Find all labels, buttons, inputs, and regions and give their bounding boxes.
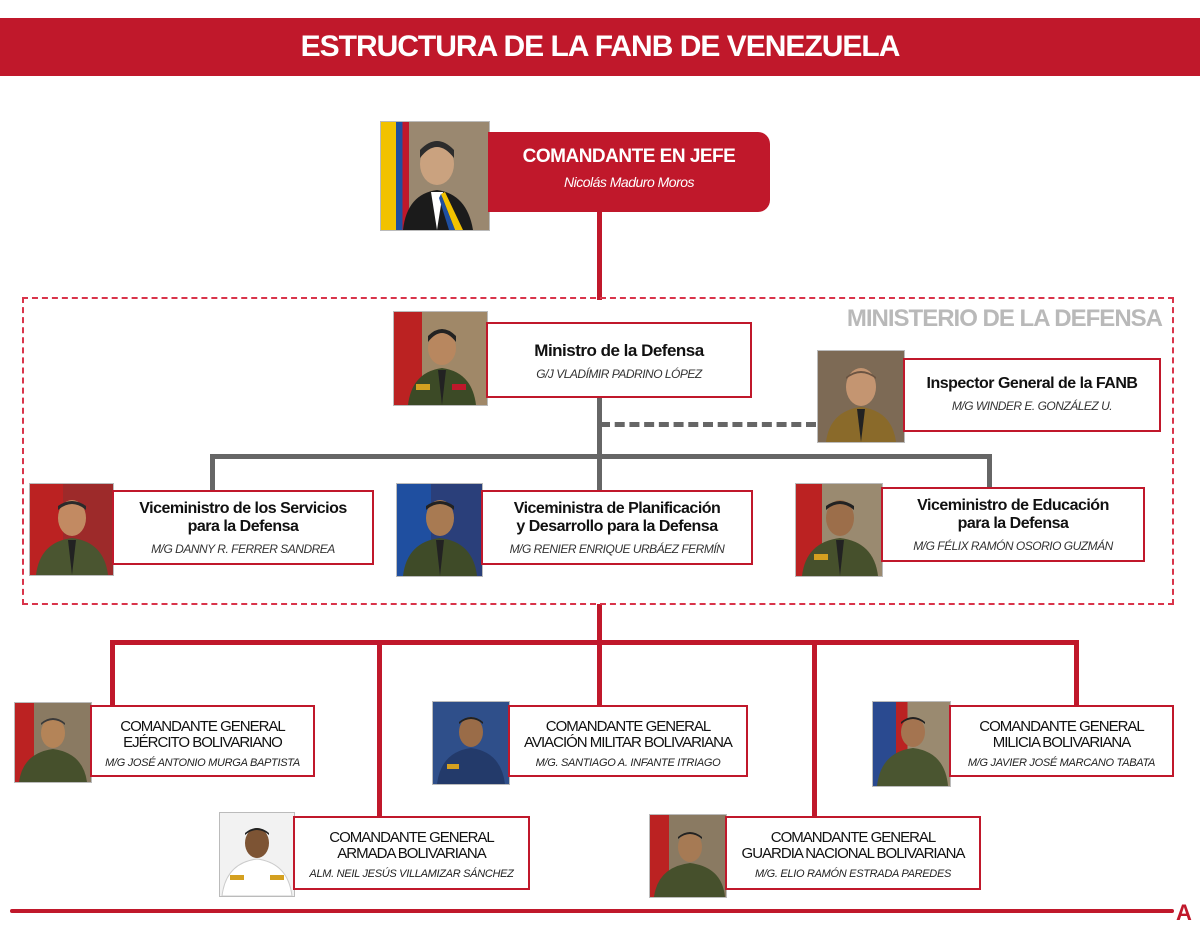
cmd-aviacion-name: M/G. SANTIAGO A. INFANTE ITRIAGO (535, 757, 721, 769)
connector-cmd-guardia (812, 640, 817, 818)
connector-vice-1 (210, 454, 215, 490)
cmd-guardia-title-l1: COMANDANTE GENERAL (770, 829, 937, 846)
cmd-guardia-name: M/G. ELIO RAMÓN ESTRADA PAREDES (754, 868, 952, 880)
cmd-armada-title-l1: COMANDANTE GENERAL (329, 829, 495, 846)
connector-vice-2 (597, 454, 602, 490)
vice-2-box: Viceministra de Planificación y Desarrol… (481, 490, 753, 565)
vice-3-title-l2: para la Defensa (957, 515, 1069, 532)
vice-2-title-l1: Viceministra de Planificación (513, 500, 721, 517)
connector-cmd-ejercito (110, 640, 115, 706)
cmd-ejercito-box: COMANDANTE GENERAL EJÉRCITO BOLIVARIANO … (90, 705, 315, 777)
minister-photo (393, 311, 488, 406)
cmd-ejercito-name: M/G JOSÉ ANTONIO MURGA BAPTISTA (105, 757, 300, 769)
commander-name: Nicolás Maduro Moros (563, 174, 695, 190)
cmd-ejercito-photo (14, 702, 92, 783)
minister-name: G/J VLADÍMIR PADRINO LÓPEZ (536, 367, 702, 381)
minister-title: Ministro de la Defensa (534, 341, 704, 360)
cmd-guardia-box: COMANDANTE GENERAL GUARDIA NACIONAL BOLI… (725, 816, 981, 890)
cmd-aviacion-title-l2: AVIACIÓN MILITAR BOLIVARIANA (524, 734, 733, 751)
footer-rule (10, 909, 1174, 913)
inspector-photo (817, 350, 905, 443)
vice-2-title-l2: y Desarrollo para la Defensa (516, 518, 718, 535)
cmd-armada-name: ALM. NEIL JESÚS VILLAMIZAR SÁNCHEZ (309, 868, 514, 880)
connector-commander-ministry (597, 210, 602, 300)
vice-1-name: M/G DANNY R. FERRER SANDREA (151, 542, 335, 556)
vice-3-name: M/G FÉLIX RAMÓN OSORIO GUZMÁN (913, 539, 1113, 553)
ministry-frame (22, 297, 1174, 605)
inspector-box: Inspector General de la FANB M/G WINDER … (903, 358, 1161, 432)
cmd-milicia-photo (872, 701, 951, 787)
commander-photo (380, 121, 490, 231)
connector-vice-3 (987, 454, 992, 490)
cmd-ejercito-title-l2: EJÉRCITO BOLIVARIANO (123, 734, 283, 751)
cmd-milicia-box: COMANDANTE GENERAL MILICIA BOLIVARIANA M… (949, 705, 1174, 777)
vice-3-title-l1: Viceministro de Educación (917, 497, 1109, 514)
cmd-aviacion-photo (432, 701, 510, 785)
vice-2-name: M/G RENIER ENRIQUE URBÁEZ FERMÍN (509, 542, 725, 556)
cmd-guardia-photo (649, 814, 727, 898)
footer-logo: A (1176, 900, 1192, 925)
commander-title: COMANDANTE EN JEFE (522, 146, 736, 167)
cmd-armada-photo (219, 812, 295, 897)
cmd-armada-title-l2: ARMADA BOLIVARIANA (337, 845, 486, 862)
vice-1-photo (29, 483, 114, 576)
inspector-title: Inspector General de la FANB (926, 375, 1138, 392)
cmd-milicia-name: M/G JAVIER JOSÉ MARCANO TABATA (967, 757, 1156, 769)
vice-3-box: Viceministro de Educación para la Defens… (881, 487, 1145, 562)
minister-box: Ministro de la Defensa G/J VLADÍMIR PADR… (486, 322, 752, 398)
cmd-guardia-title-l2: GUARDIA NACIONAL BOLIVARIANA (741, 845, 966, 862)
connector-cmd-armada (377, 640, 382, 818)
vice-1-box: Viceministro de los Servicios para la De… (112, 490, 374, 565)
connector-ministry-commands (597, 604, 602, 642)
connector-inspector-stub (597, 422, 602, 454)
vice-1-title-l2: para la Defensa (187, 518, 299, 535)
cmd-aviacion-box: COMANDANTE GENERAL AVIACIÓN MILITAR BOLI… (508, 705, 748, 777)
cmd-armada-box: COMANDANTE GENERAL ARMADA BOLIVARIANA AL… (293, 816, 530, 890)
vice-3-photo (795, 483, 883, 577)
cmd-milicia-title-l1: COMANDANTE GENERAL (979, 718, 1145, 735)
cmd-aviacion-title-l1: COMANDANTE GENERAL (545, 718, 712, 735)
connector-cmd-milicia (1074, 640, 1079, 706)
vice-1-title-l1: Viceministro de los Servicios (139, 500, 347, 517)
ministry-label: MINISTERIO DE LA DEFENSA (846, 305, 1163, 332)
inspector-name: M/G WINDER E. GONZÁLEZ U. (951, 399, 1113, 413)
vice-2-photo (396, 483, 483, 577)
commander-box: COMANDANTE EN JEFE Nicolás Maduro Moros (488, 132, 770, 212)
page-title: ESTRUCTURA DE LA FANB DE VENEZUELA (0, 18, 1200, 76)
connector-commands-horizontal (110, 640, 1079, 645)
cmd-milicia-title-l2: MILICIA BOLIVARIANA (992, 734, 1131, 751)
cmd-ejercito-title-l1: COMANDANTE GENERAL (120, 718, 286, 735)
connector-cmd-aviacion (597, 640, 602, 706)
connector-inspector-dashed (600, 422, 816, 427)
